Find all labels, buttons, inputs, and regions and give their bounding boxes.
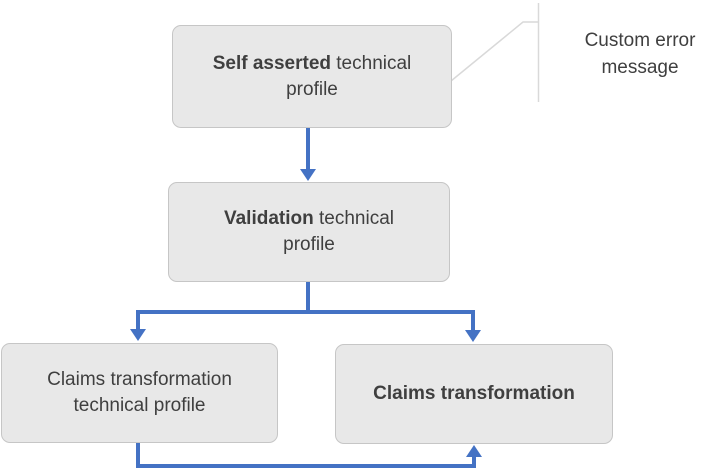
node-label: Claims transformation: [373, 383, 575, 404]
callout-leader-line: [450, 21, 538, 82]
arrowhead-up-icon: [466, 445, 482, 457]
arrow-self-asserted-to-validation: [300, 128, 316, 181]
connector-validation-to-children: [130, 282, 481, 342]
node-claims-transformation: Claims transformation: [335, 344, 613, 444]
annotation-custom-error-message: Custom error message: [584, 30, 696, 78]
arrowhead-down-icon: [465, 330, 481, 342]
arrowhead-down-icon: [130, 329, 146, 341]
arrowhead-down-icon: [300, 169, 316, 181]
connector-claims-tp-to-claims-transformation: [136, 443, 482, 468]
